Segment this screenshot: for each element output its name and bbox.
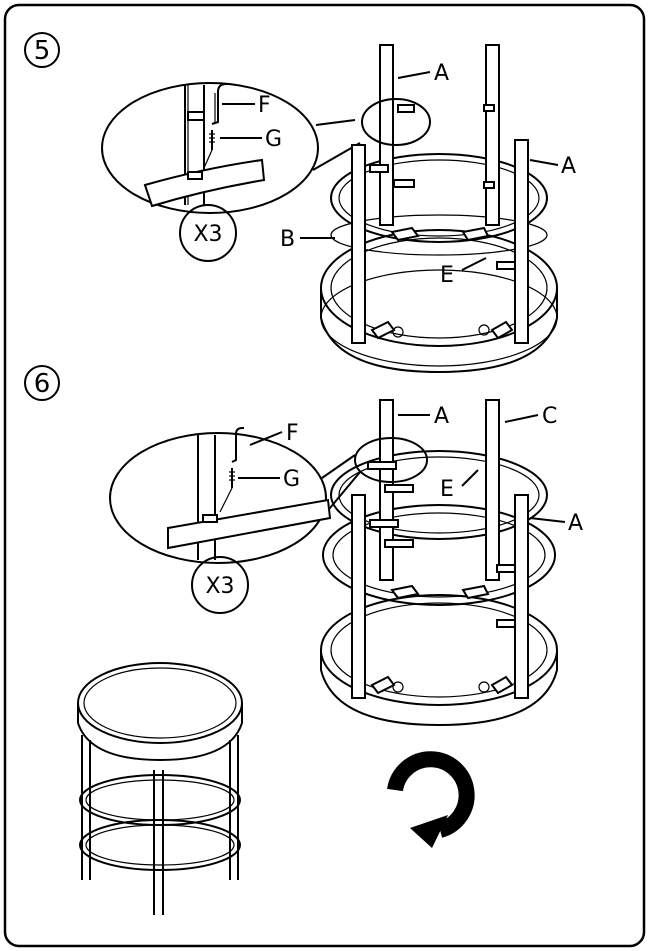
step-5-number: 5: [34, 36, 51, 66]
step-5-badge: [24, 32, 60, 68]
allen-key-F-icon: [211, 83, 229, 125]
step-6-label-E: E: [440, 477, 454, 502]
step-6-detail-bubble: F G: [109, 421, 361, 564]
step-5-label-A-right: A: [561, 154, 576, 179]
page-border: [3, 3, 646, 948]
step-5-multiplier: X3: [193, 222, 222, 247]
step-5-multiplier-badge: [179, 204, 237, 262]
step-6: 6 F: [24, 365, 583, 727]
step-6-label-G: G: [283, 467, 300, 492]
step-6-label-F: F: [286, 421, 299, 446]
step-6-multiplier-badge: [191, 556, 249, 614]
step-6-frame-assembly: [320, 399, 558, 727]
step-6-label-A-top: A: [434, 404, 449, 429]
step-5-label-E: E: [440, 263, 454, 288]
finished-table-illustration: [77, 662, 243, 915]
step-5-label-G: G: [265, 127, 282, 152]
step-6-label-C: C: [542, 404, 557, 429]
step-6-badge: [24, 365, 60, 401]
step-5-label-B: B: [280, 227, 295, 252]
allen-key-F-icon: [231, 427, 244, 463]
step-5-label-F: F: [258, 93, 271, 118]
step-5-detail-bubble: F G: [101, 82, 361, 214]
step-5-label-A-top: A: [434, 61, 449, 86]
rotate-arrow-icon: [387, 751, 475, 848]
step-6-number: 6: [34, 369, 51, 399]
step-6-multiplier: X3: [205, 574, 234, 599]
screw-G-icon: [203, 130, 215, 169]
step-5: 5: [24, 32, 576, 374]
step-5-frame-assembly: [320, 44, 558, 374]
screw-G-icon: [219, 468, 235, 513]
step-6-label-A-right: A: [568, 511, 583, 536]
